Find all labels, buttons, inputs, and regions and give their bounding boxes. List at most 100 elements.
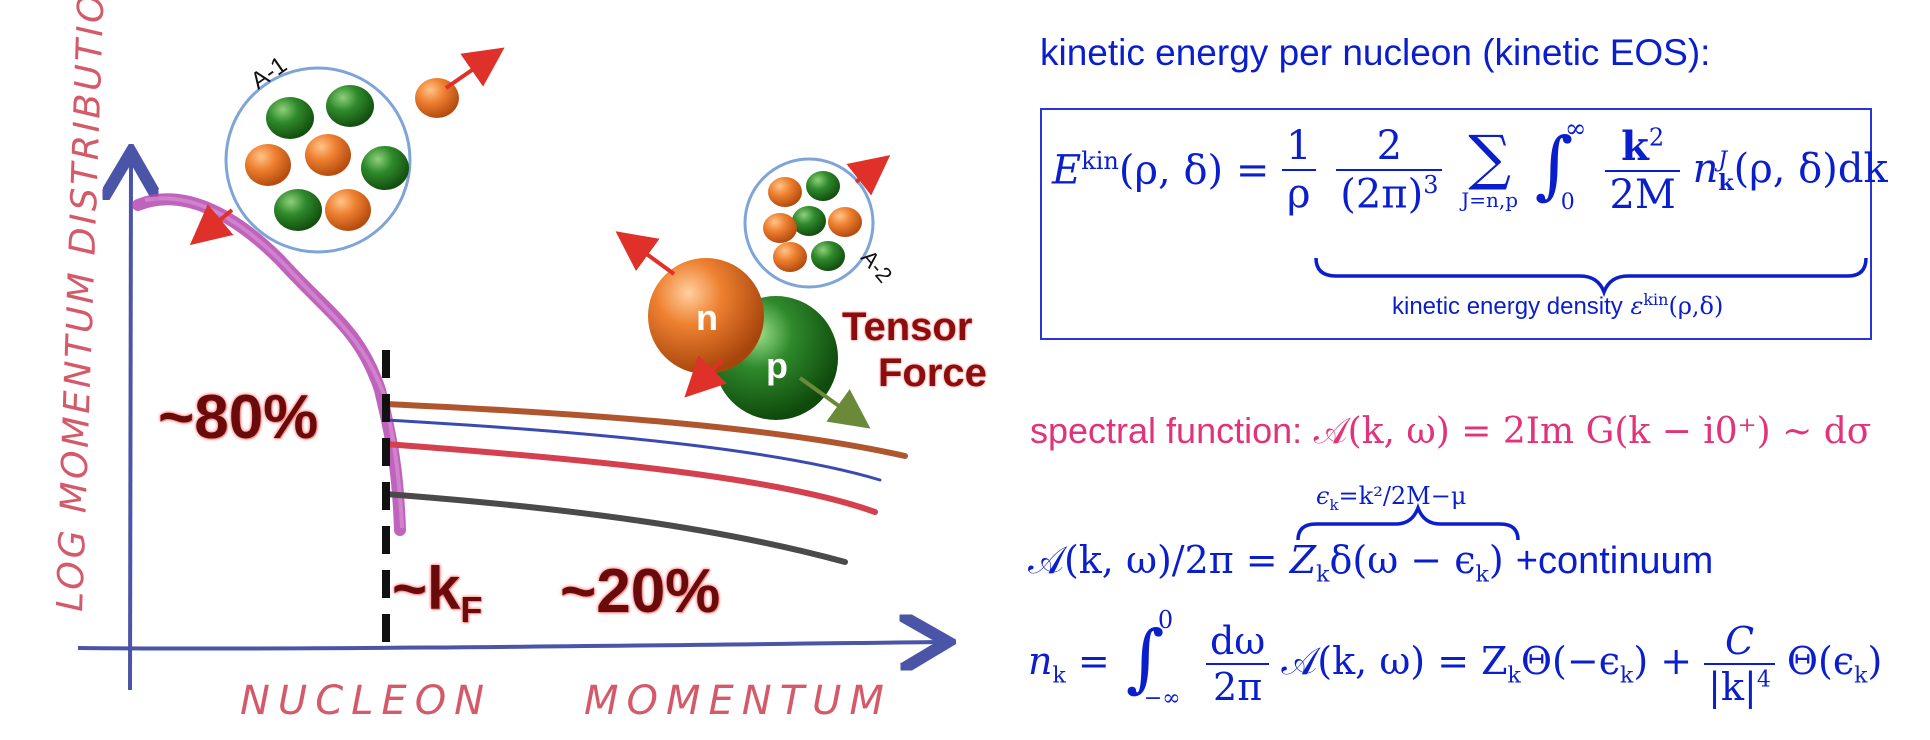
eq3-z: Z — [1289, 538, 1317, 582]
eq4-theta-sub: k — [1619, 663, 1634, 689]
pct-20-label: ~20% — [560, 557, 721, 626]
brace-label-rest: =k²/2M−μ — [1338, 482, 1467, 510]
eq4-theta: Θ(−ϵ — [1520, 639, 1620, 684]
eq3-delta-sub: k — [1475, 562, 1489, 588]
spectral-function-line: spectral function: 𝒜(k, ω) = 2Im G(k − i… — [1030, 410, 1871, 453]
eq1-integral-symbol: ∫ — [1534, 122, 1574, 208]
eq4-n: n — [1028, 639, 1053, 684]
eq4-kabs-term: |k|4 — [1704, 663, 1775, 709]
eq4-four: 4 — [1756, 667, 1771, 693]
tail-line-blue — [383, 418, 882, 482]
y-axis-line — [130, 160, 131, 691]
eq4-2pi: 2π — [1205, 663, 1270, 709]
neutron-sphere — [648, 258, 764, 374]
eq1-n-sup: J — [1718, 148, 1728, 173]
eq1-frac-1-rho: 1 ρ — [1282, 123, 1316, 217]
eq1-sq: 2 — [1648, 123, 1665, 152]
knocked-out-arrow — [444, 47, 505, 90]
eq4-theta-close: ) + — [1633, 639, 1693, 684]
eq3-delta: δ(ω − ϵ — [1329, 538, 1476, 582]
kinetic-eos-equation: Ekin(ρ, δ) = 1 ρ 2 (2π)3 ∑ J=n,p ∫ ∞ 0 k… — [1052, 114, 1888, 220]
kf-sub: F — [460, 589, 483, 630]
density-underbrace — [1314, 257, 1868, 297]
spectral-decomposition-equation: 𝒜(k, ω)/2π = Zkδ(ω − ϵk) +continuum — [1028, 538, 1713, 588]
spectral-equation: 𝒜(k, ω) = 2Im G(k − i0⁺) ∼ dσ — [1313, 411, 1872, 452]
eq1-cube: 3 — [1423, 170, 1439, 199]
x-axis-label-momentum: MOMENTUM — [584, 678, 892, 724]
pct-80-label: ~80% — [158, 383, 319, 452]
spectral-label: spectral function: — [1030, 410, 1303, 451]
density-label-text: kinetic energy density — [1392, 293, 1623, 320]
eq1-one: 1 — [1286, 123, 1312, 169]
eq1-k: k — [1621, 122, 1649, 170]
eq1-n: n — [1692, 146, 1719, 192]
eq4-dw: dω — [1209, 619, 1266, 663]
eq4-middle: 𝒜(k, ω) = ZkΘ(−ϵk) + — [1281, 639, 1692, 689]
eq4-theta2-close: ) — [1867, 639, 1883, 684]
proton-arrow-green — [798, 376, 871, 429]
a-minus-2-cluster — [743, 157, 875, 289]
kinetic-eos-box — [1040, 108, 1872, 340]
eq1-lhs-sup: kin — [1081, 146, 1119, 175]
a2-arrow — [846, 155, 891, 196]
eq1-k-squared: k2 — [1605, 123, 1679, 170]
eq1-lhs: E — [1052, 147, 1082, 194]
proton-arrow-red — [684, 355, 727, 398]
neutron-label: n — [696, 297, 718, 338]
density-args: (ρ,δ) — [1668, 292, 1724, 320]
kf-label: ~kF — [392, 554, 482, 631]
eq1-frac-2-2pi3: 2 (2π)3 — [1336, 122, 1443, 218]
eq4-n-sub: k — [1052, 663, 1066, 689]
eq4-theta2-term: Θ(ϵk) — [1787, 639, 1882, 689]
x-axis-line — [77, 642, 940, 649]
tensor-force-label: Tensor Force — [842, 304, 987, 396]
brace-epsilon: ϵ — [1316, 482, 1330, 510]
eq4-a-sub: k — [1507, 663, 1521, 689]
eq4-frac-dw-2pi: dω 2π — [1205, 619, 1270, 709]
eq4-frac-c-k4: C |k|4 — [1704, 619, 1775, 709]
tail-line-gray — [382, 491, 848, 565]
epsilon-overbrace — [1296, 503, 1520, 541]
eq4-c: C — [1724, 619, 1755, 663]
eq4-a: 𝒜(k, ω) = Z — [1281, 639, 1508, 684]
eq1-frac-k2-2m: k2 2M — [1605, 123, 1680, 218]
eq1-n-sub: k — [1718, 170, 1734, 196]
proton-label: p — [766, 345, 788, 386]
y-axis-label: LOG MOMENTUM DISTRIBUTION — [50, 0, 114, 612]
brace-epsilon-sub: k — [1329, 495, 1339, 514]
eq4-integral-symbol: ∫ — [1125, 615, 1165, 701]
density-symbol: ε — [1630, 292, 1644, 320]
eq1-rho: ρ — [1282, 169, 1316, 217]
eq3-z-sub: k — [1316, 562, 1330, 588]
density-sup: kin — [1643, 290, 1669, 309]
eq4-upper: 0 — [1157, 606, 1174, 634]
eq4-lower: −∞ — [1143, 686, 1181, 711]
eq4-equals: = — [1077, 639, 1110, 684]
a-minus-1-cluster — [224, 66, 412, 254]
eq1-tail: (ρ, δ)dk — [1733, 146, 1888, 192]
tensor-line-1: Tensor — [842, 305, 973, 349]
eq1-two-pi-cubed: (2π)3 — [1336, 168, 1443, 218]
momentum-distribution-equation: nk = ∫ 0 −∞ dω 2π 𝒜(k, ω) = ZkΘ(−ϵk) + C… — [1028, 606, 1882, 716]
eq1-int-upper: ∞ — [1564, 114, 1587, 144]
epsilon-definition: ϵk=k²/2M−μ — [1316, 482, 1466, 514]
kinetic-heading: kinetic energy per nucleon (kinetic EOS)… — [1040, 32, 1711, 73]
tensor-line-2: Force — [878, 351, 987, 395]
eq1-two-pi: (2π) — [1340, 171, 1424, 218]
eq3-lhs: 𝒜(k, ω)/2π = — [1028, 538, 1278, 582]
eq3-continuum: +continuum — [1515, 540, 1714, 582]
kf-prefix: ~k — [392, 555, 461, 622]
eq1-int-lower: 0 — [1560, 190, 1575, 215]
eq4-kabs: |k| — [1708, 665, 1757, 709]
eq1-two-m: 2M — [1605, 169, 1680, 218]
eq4-theta2: Θ(ϵ — [1786, 639, 1855, 684]
eq1-two: 2 — [1376, 122, 1403, 169]
eq1-sum: ∑ J=n,p — [1461, 128, 1518, 212]
eq4-theta2-sub: k — [1854, 663, 1868, 689]
eq1-sum-sub: J=n,p — [1461, 188, 1519, 212]
tail-line-brown — [382, 401, 908, 459]
x-axis-label-nucleon: NUCLEON — [240, 678, 492, 724]
eq1-sum-symbol: ∑ — [1468, 123, 1512, 193]
